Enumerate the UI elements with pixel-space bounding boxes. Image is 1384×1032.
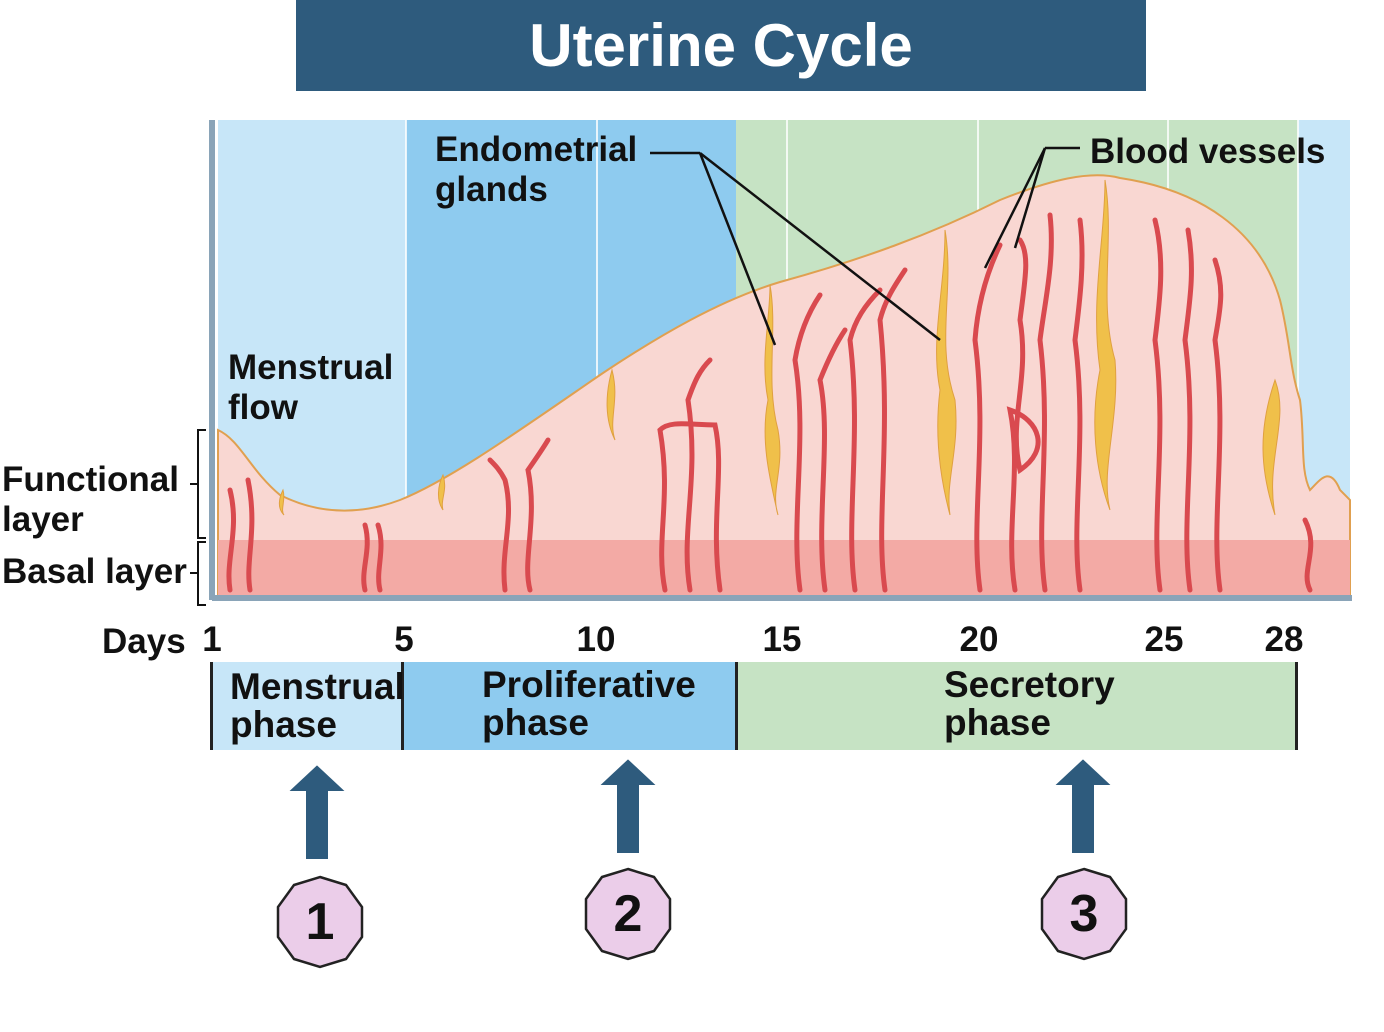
menstrual-flow-label: Menstrual flow (228, 348, 394, 427)
functional-layer-label: Functional layer (2, 460, 179, 539)
day-tick-25: 25 (1144, 620, 1184, 659)
decagon-badge-icon (1040, 867, 1128, 961)
menstrual-phase-line1: Menstrual (230, 666, 405, 707)
marker-badge-2: 2 (580, 866, 676, 962)
menstrual-phase-bar: Menstrual phase (210, 662, 405, 750)
menstrual-phase-line2: phase (230, 704, 337, 745)
secretory-phase-bar: Secretory phase (738, 662, 1298, 750)
endometrial-glands-label: Endometrial glands (435, 130, 638, 209)
proliferative-phase-line1: Proliferative (482, 664, 696, 705)
marker-badge-3: 3 (1036, 866, 1132, 962)
proliferative-phase-bar: Proliferative phase (404, 662, 738, 750)
basal-layer-label: Basal layer (2, 552, 187, 591)
arrow-up-icon (285, 762, 349, 861)
secretory-phase-line1: Secretory (944, 664, 1115, 705)
blood-vessels-label: Blood vessels (1090, 132, 1326, 171)
arrow-up-icon (596, 756, 660, 855)
decagon-badge-icon (276, 875, 364, 969)
marker-badge-1: 1 (272, 874, 368, 970)
proliferative-phase-line2: phase (482, 702, 589, 743)
endometrium-functional-layer (217, 174, 1351, 596)
arrow-up-icon (1051, 756, 1115, 855)
day-tick-10: 10 (576, 620, 616, 659)
day-tick-20: 20 (959, 620, 999, 659)
day-tick-5: 5 (394, 620, 414, 659)
basal-layer-band (218, 540, 1350, 595)
day-tick-15: 15 (762, 620, 802, 659)
day-tick-28: 28 (1264, 620, 1304, 659)
secretory-phase-line2: phase (944, 702, 1051, 743)
page-title: Uterine Cycle (296, 0, 1146, 91)
day-tick-1: 1 (202, 620, 222, 659)
decagon-badge-icon (584, 867, 672, 961)
days-axis-label: Days (102, 622, 186, 661)
